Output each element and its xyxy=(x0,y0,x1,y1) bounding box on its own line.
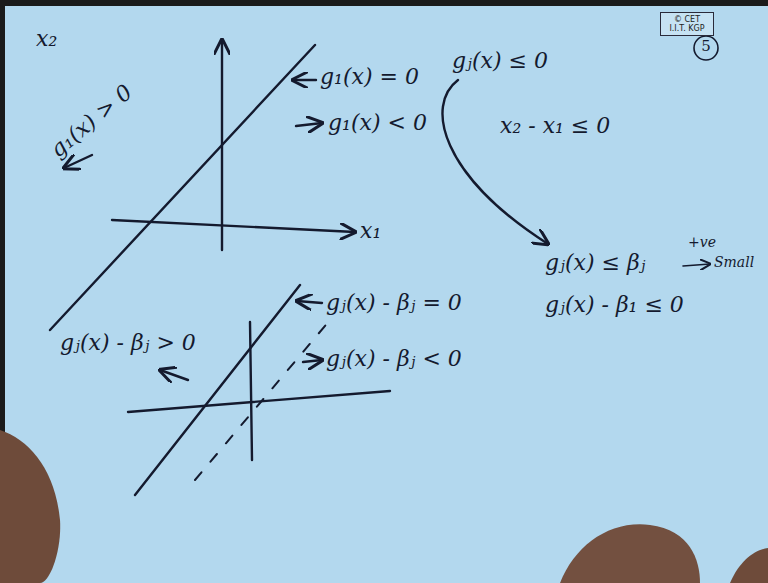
handwritten-label: gⱼ(x) ≤ βⱼ xyxy=(545,250,645,276)
handwritten-label: 5 xyxy=(699,37,713,55)
hand xyxy=(0,430,60,583)
frame-edge xyxy=(0,0,768,6)
handwritten-label: g₁(x) < 0 xyxy=(328,110,427,136)
hand xyxy=(560,524,700,583)
x1-axis xyxy=(128,391,390,412)
leader-arrow xyxy=(303,360,322,362)
leader-arrow xyxy=(296,123,322,126)
leader-arrow xyxy=(160,370,188,380)
leader-arrow xyxy=(293,79,316,81)
handwritten-label: gⱼ(x) - β₁ ≤ 0 xyxy=(545,292,684,318)
leader-arrow xyxy=(683,264,710,266)
curved-arrow xyxy=(442,80,548,244)
constraint-line xyxy=(135,285,300,495)
handwritten-label: +ve xyxy=(688,234,716,251)
hand xyxy=(730,548,768,583)
handwritten-label: x₁ xyxy=(360,218,381,244)
constraint-line xyxy=(50,45,315,330)
x1-axis xyxy=(112,220,355,232)
handwritten-label: gⱼ(x) - βⱼ > 0 xyxy=(60,330,196,356)
handwritten-label: g₁(x) > 0 xyxy=(45,79,138,163)
shifted-line xyxy=(195,320,330,480)
page-circle xyxy=(694,36,718,60)
logo-text: © CET I.I.T. KGP xyxy=(665,15,709,33)
handwritten-label: gⱼ(x) - βⱼ < 0 xyxy=(326,346,462,372)
handwritten-label: gⱼ(x) ≤ 0 xyxy=(452,48,548,74)
leader-arrow xyxy=(297,301,322,303)
handwritten-label: x₂ xyxy=(36,26,57,52)
handwritten-label: x₂ - x₁ ≤ 0 xyxy=(500,113,610,139)
logo-box: © CET I.I.T. KGP xyxy=(660,12,714,36)
x2-axis xyxy=(250,322,252,460)
handwritten-label: g₁(x) = 0 xyxy=(320,64,419,90)
handwritten-label: gⱼ(x) - βⱼ = 0 xyxy=(326,290,462,316)
handwritten-label: Small xyxy=(714,254,754,271)
